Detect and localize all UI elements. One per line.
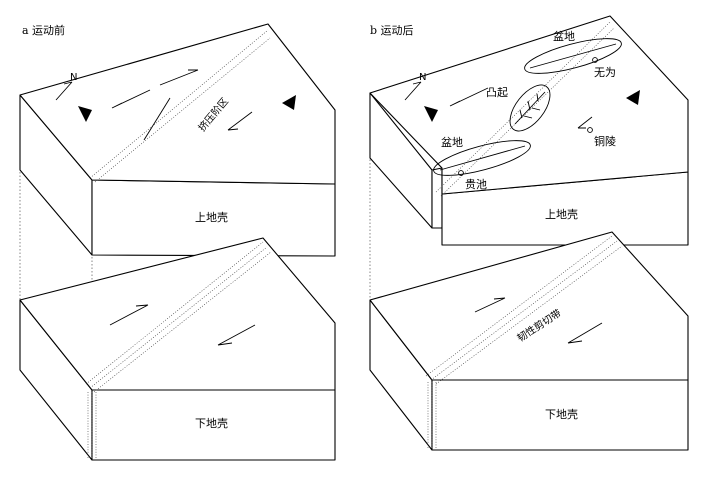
lower-crust-label-a: 下地壳 <box>195 416 228 430</box>
guichi-label: 贵池 <box>465 178 487 191</box>
strain-mark-icon <box>217 324 256 346</box>
panel-a: a 运动前 N <box>19 23 336 461</box>
panel-b-label: b 运动后 <box>370 24 414 37</box>
compression-arrow-icon <box>424 106 438 122</box>
lower-crust-label-b: 下地壳 <box>545 407 578 421</box>
compression-arrow-icon <box>626 90 640 105</box>
lower-block-top <box>369 231 689 381</box>
town-marker-icon <box>592 57 598 63</box>
strain-mark-icon <box>567 322 603 344</box>
compression-zone-line <box>89 29 269 179</box>
basin-left-label: 盆地 <box>441 135 463 149</box>
basin-ellipse-left <box>433 140 531 176</box>
strain-mark-icon <box>449 87 489 107</box>
strain-mark-icon <box>159 69 199 86</box>
north-arrow-icon <box>55 81 73 101</box>
basin-top-label: 盆地 <box>553 29 575 43</box>
strain-mark-icon <box>474 297 506 313</box>
compression-arrow-icon <box>282 95 296 110</box>
strain-mark-icon <box>577 116 593 129</box>
lower-crust-block-a <box>19 237 336 461</box>
upper-crust-label-b: 上地壳 <box>545 207 578 221</box>
north-arrow-a: N <box>55 72 77 101</box>
town-marker-icon <box>458 170 464 176</box>
strain-mark-icon <box>227 111 253 131</box>
uplift-anticline-icon <box>514 91 546 125</box>
fault-zone-line <box>440 27 615 197</box>
upper-crust-block-a <box>19 23 336 257</box>
north-arrow-icon <box>404 81 422 101</box>
lower-block-top <box>19 237 336 391</box>
shear-band-line <box>435 245 623 385</box>
upper-block-top <box>19 23 336 185</box>
lower-crust-block-b <box>369 231 689 451</box>
basin-ellipse-top <box>524 38 622 74</box>
uplift-label: 凸起 <box>486 86 508 99</box>
shear-band-line <box>93 251 272 393</box>
compression-arrow-icon <box>78 106 92 122</box>
strain-mark-icon <box>143 97 171 141</box>
upper-crust-label-a: 上地壳 <box>195 210 228 224</box>
strain-mark-icon <box>111 89 151 109</box>
upper-crust-block-b <box>369 15 689 246</box>
panel-a-label: a 运动前 <box>22 23 65 37</box>
basin-axis <box>439 145 526 171</box>
north-label: N <box>419 72 426 83</box>
strain-mark-icon <box>109 304 149 326</box>
panel-b: b 运动后 <box>369 15 689 451</box>
north-arrow-b: N <box>404 72 426 101</box>
basin-axis <box>529 43 617 69</box>
town-marker-icon <box>587 127 593 133</box>
uplift-ellipse <box>509 84 551 132</box>
wuwei-label: 无为 <box>594 66 616 79</box>
tongling-label: 铜陵 <box>594 134 616 148</box>
north-label: N <box>70 72 77 83</box>
fault-offset-face <box>431 167 443 229</box>
